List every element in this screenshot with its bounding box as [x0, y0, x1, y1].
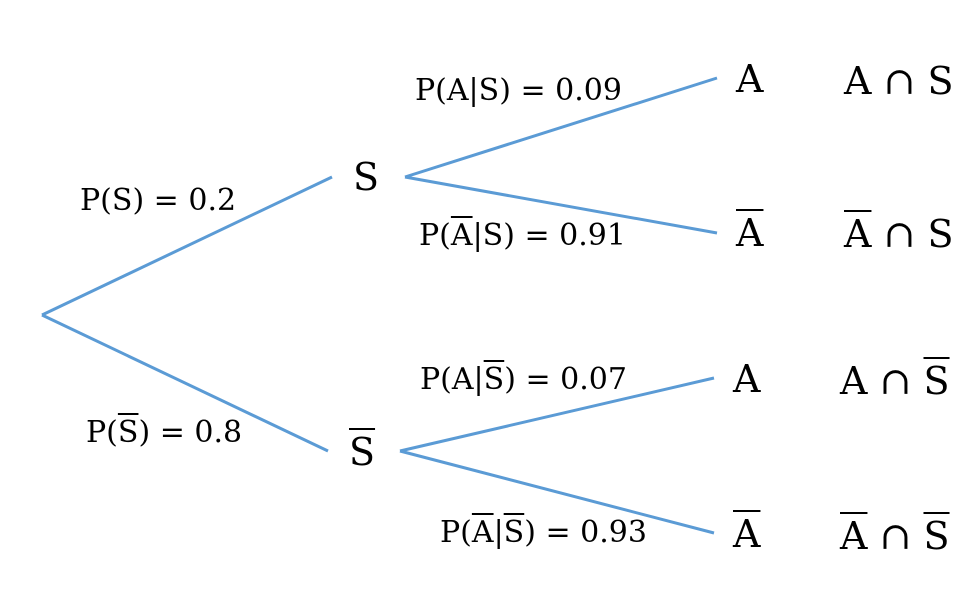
node-not-s: S — [349, 430, 376, 474]
int3-a: A — [840, 359, 868, 403]
prob-s-label: P(S) = 0.2 — [80, 183, 237, 218]
prob-not-s-prefix: P( — [86, 415, 118, 450]
branch-not-s-to-a — [399, 376, 715, 453]
int1-op: ∩ — [883, 59, 916, 103]
int4-a: A — [840, 514, 868, 558]
int2-a: A — [844, 212, 872, 256]
int1-s: S — [927, 59, 954, 103]
prob-a-nots-p2: ) = 0.07 — [504, 362, 627, 397]
prob-nota-nots-mid: | — [493, 515, 504, 550]
prob-nota-s-p1: P( — [419, 218, 451, 253]
branch-not-s-to-not-a — [399, 449, 715, 535]
prob-a-given-not-s-label: P(A|S) = 0.07 — [420, 365, 627, 395]
prob-nota-nots-s: S — [503, 515, 525, 550]
outcome-not-a-row2: A — [736, 211, 764, 255]
int3-op: ∩ — [879, 359, 912, 403]
prob-not-s-label: P(S) = 0.8 — [86, 418, 242, 448]
prob-not-a-given-not-s-label: P(A|S) = 0.93 — [440, 518, 647, 548]
prob-nota-nots-p2: ) = 0.93 — [524, 515, 647, 550]
outcome-a-row1: A — [736, 57, 764, 101]
branch-root-to-not-s — [41, 313, 329, 453]
int2-op: ∩ — [883, 212, 916, 256]
prob-nota-nots-p1: P( — [440, 515, 472, 550]
prob-nota-s-p2: |S) = 0.91 — [472, 218, 626, 253]
int3-s: S — [923, 359, 950, 403]
node-s: S — [353, 155, 380, 199]
int4-s: S — [923, 514, 950, 558]
prob-not-s-letter: S — [117, 415, 139, 450]
outcome-not-a-row4: A — [733, 512, 761, 556]
intersection-row2: A ∩ S — [844, 215, 954, 253]
prob-not-a-given-s-label: P(A|S) = 0.91 — [419, 221, 626, 251]
intersection-row3: A ∩ S — [840, 362, 950, 400]
intersection-row1: A ∩ S — [844, 62, 954, 100]
prob-nota-nots-a: A — [471, 515, 494, 550]
prob-a-nots-letter: S — [483, 362, 505, 397]
branch-s-to-a — [404, 76, 718, 179]
branch-root-to-s — [41, 175, 333, 317]
int1-a: A — [844, 59, 872, 103]
intersection-row4: A ∩ S — [840, 517, 950, 555]
prob-not-s-suffix: ) = 0.8 — [138, 415, 243, 450]
outcome-a-row3: A — [733, 357, 761, 401]
prob-a-nots-p1: P(A| — [420, 362, 484, 397]
int4-op: ∩ — [879, 514, 912, 558]
prob-nota-s-letter: A — [450, 218, 473, 253]
int2-s: S — [927, 212, 954, 256]
branch-s-to-not-a — [404, 175, 718, 235]
prob-a-given-s-label: P(A|S) = 0.09 — [415, 73, 622, 108]
